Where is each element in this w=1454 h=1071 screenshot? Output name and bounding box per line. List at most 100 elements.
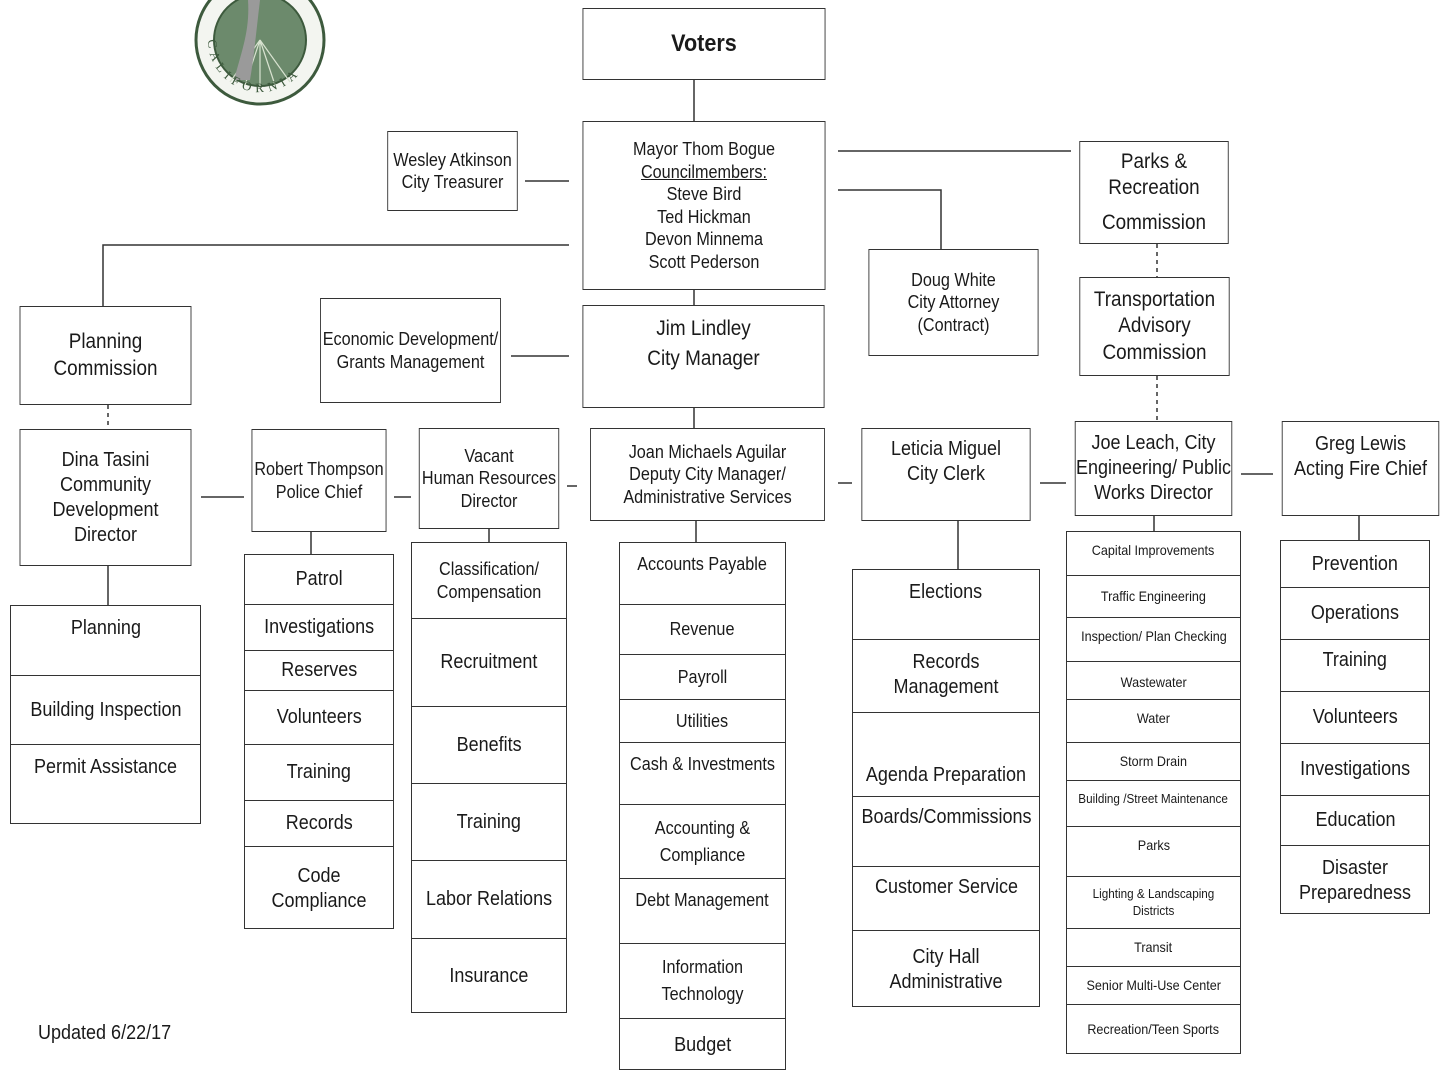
community-development-functions: Planning Building Inspection Permit Assi…: [10, 605, 201, 824]
list-item: Volunteers: [245, 691, 393, 745]
list-item: Investigations: [1281, 744, 1429, 796]
transportation-line: Advisory: [1118, 314, 1191, 338]
list-item: Training: [1281, 640, 1429, 692]
councilmember-name: Devon Minnema: [645, 229, 763, 249]
list-item: Building Inspection: [11, 676, 200, 745]
dept-head-line: Works Director: [1094, 482, 1213, 504]
city-council-box: Mayor Thom Bogue Councilmembers: Steve B…: [582, 121, 826, 290]
fire-chief-box: Greg Lewis Acting Fire Chief: [1281, 421, 1440, 516]
dept-head-line: Robert Thompson: [254, 459, 384, 479]
dept-head-line: Vacant: [464, 445, 514, 466]
deputy-city-manager-box: Joan Michaels Aguilar Deputy City Manage…: [590, 428, 825, 521]
list-item: Building /Street Maintenance: [1067, 781, 1240, 827]
transportation-line: Commission: [1102, 340, 1207, 364]
transportation-line: Transportation: [1093, 288, 1216, 312]
parks-line: Commission: [1102, 210, 1206, 234]
list-item: Revenue: [620, 605, 785, 655]
list-item: Labor Relations: [412, 861, 566, 939]
dept-head-line: Joe Leach, City: [1091, 432, 1216, 454]
list-item: Information Technology: [620, 944, 785, 1019]
list-item: Prevention: [1281, 541, 1429, 588]
list-item: Customer Service: [853, 867, 1039, 931]
treasurer-title: City Treasurer: [401, 172, 504, 192]
list-item: Recruitment: [412, 619, 566, 707]
list-item: Traffic Engineering: [1067, 576, 1240, 618]
city-clerk-functions: Elections Records Management Agenda Prep…: [852, 569, 1040, 1007]
list-item: Investigations: [245, 605, 393, 651]
list-item: Elections: [853, 570, 1039, 640]
fire-functions: Prevention Operations Training Volunteer…: [1280, 540, 1430, 914]
dept-head-line: Development Director: [52, 498, 159, 546]
parks-recreation-commission-box: Parks & Recreation Commission: [1079, 141, 1229, 244]
list-item: Education: [1281, 796, 1429, 846]
list-item: Insurance: [449, 965, 529, 987]
list-item: Accounts Payable: [620, 543, 785, 605]
dept-head-line: Deputy City Manager/: [629, 464, 786, 485]
dept-head-line: City Clerk: [906, 463, 985, 485]
dept-head-line: Greg Lewis: [1314, 433, 1407, 455]
councilmembers-heading: Councilmembers:: [640, 161, 768, 182]
list-item: Debt Management: [620, 879, 785, 944]
list-item: Volunteers: [1281, 692, 1429, 744]
dept-head-line: Police Chief: [275, 481, 363, 502]
list-item: Patrol: [245, 555, 393, 605]
dept-head-line: Acting Fire Chief: [1293, 458, 1428, 480]
councilmember-name: Scott Pederson: [648, 251, 760, 272]
administrative-services-functions: Accounts Payable Revenue Payroll Utiliti…: [619, 542, 786, 1070]
economic-development-box: Economic Development/ Grants Management: [320, 298, 501, 403]
city-manager-title: City Manager: [647, 347, 760, 371]
public-works-director-box: Joe Leach, City Engineering/ Public Work…: [1074, 421, 1233, 516]
police-functions: Patrol Investigations Reserves Volunteer…: [244, 554, 394, 929]
list-item: Senior Multi-Use Center: [1067, 967, 1240, 1005]
councilmember-name: Steve Bird: [666, 184, 742, 204]
list-item: Capital Improvements: [1067, 532, 1240, 576]
city-seal-logo: CALIFORNIA: [194, 0, 326, 106]
list-item: Classification/ Compensation: [412, 543, 566, 619]
parks-line: Parks & Recreation: [1108, 150, 1200, 200]
list-item: Operations: [1281, 588, 1429, 640]
list-item: Training: [245, 745, 393, 801]
list-item: Wastewater: [1067, 662, 1240, 700]
dept-head-line: Director: [460, 490, 518, 511]
community-development-director-box: Dina Tasini Community Development Direct…: [19, 429, 192, 566]
mayor-name: Mayor Thom Bogue: [633, 139, 775, 159]
list-item: Budget: [673, 1033, 732, 1056]
dept-head-line: Administrative Services: [623, 486, 792, 507]
voters-label: Voters: [671, 30, 737, 57]
list-item: Recreation/Teen Sports: [1087, 1021, 1220, 1038]
list-item: Agenda Preparation: [853, 713, 1039, 797]
list-item: Permit Assistance: [33, 756, 178, 778]
list-item: Disaster Preparedness: [1298, 856, 1412, 904]
list-item: Water: [1067, 700, 1240, 743]
attorney-name: Doug White: [911, 269, 996, 290]
list-item: Accounting & Compliance: [620, 805, 785, 879]
public-works-functions: Capital Improvements Traffic Engineering…: [1066, 531, 1241, 1054]
list-item: Cash & Investments: [620, 743, 785, 805]
hr-director-box: Vacant Human Resources Director: [418, 428, 560, 529]
city-clerk-box: Leticia Miguel City Clerk: [861, 428, 1031, 521]
list-item: Boards/Commissions: [853, 797, 1039, 867]
list-item: City Hall Administrative: [889, 945, 1003, 993]
list-item: Records: [245, 801, 393, 847]
dept-head-line: Dina Tasini: [61, 448, 150, 471]
hr-functions: Classification/ Compensation Recruitment…: [411, 542, 567, 1013]
list-item: Transit: [1067, 929, 1240, 967]
councilmember-name: Ted Hickman: [657, 206, 751, 227]
list-item: Planning: [11, 606, 200, 676]
list-item: Parks: [1067, 827, 1240, 877]
attorney-note: (Contract): [917, 314, 990, 335]
list-item: Benefits: [412, 707, 566, 784]
list-item: Records Management: [853, 640, 1039, 713]
city-manager-box: Jim Lindley City Manager: [582, 305, 825, 408]
city-attorney-box: Doug White City Attorney (Contract): [868, 249, 1039, 356]
list-item: Lighting & Landscaping Districts: [1067, 877, 1240, 929]
list-item: Code Compliance: [271, 864, 367, 912]
list-item: Payroll: [620, 655, 785, 700]
dept-head-line: Engineering/ Public: [1075, 457, 1232, 479]
city-manager-name: Jim Lindley: [656, 317, 751, 340]
updated-date: Updated 6/22/17: [38, 1022, 172, 1044]
list-item: Training: [412, 784, 566, 861]
list-item: Inspection/ Plan Checking: [1067, 618, 1240, 662]
planning-commission-box: Planning Commission: [19, 306, 192, 405]
